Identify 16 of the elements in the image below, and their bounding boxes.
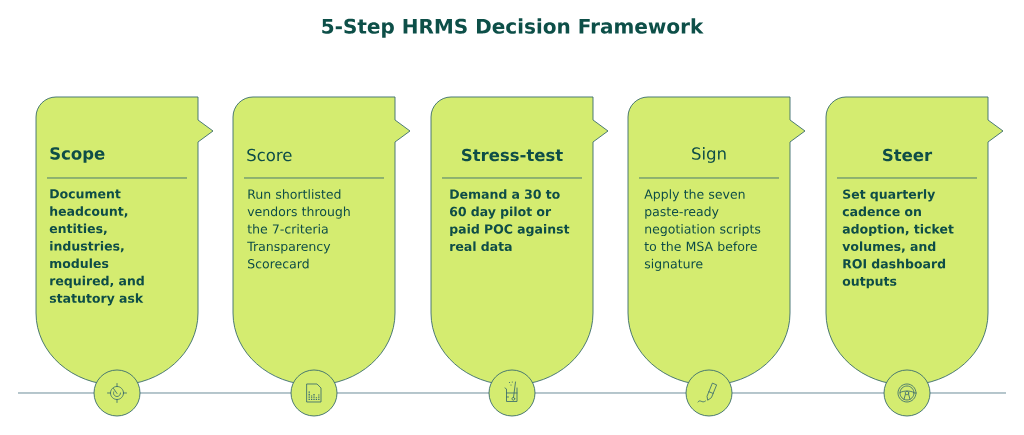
step-card	[627, 96, 806, 386]
step-heading: Stress-test	[462, 148, 563, 162]
step-description: Run shortlisted vendors through the 7-criteria Transparency Scorecard	[247, 189, 350, 269]
step-card	[232, 96, 411, 386]
step-description: Document headcount, entities, industries, modules required, and statutory ask	[49, 189, 144, 306]
step-heading: Score	[247, 148, 292, 162]
step-description: Apply the seven paste-ready negotiation scripts to the MSA before signature	[644, 189, 761, 271]
step-heading: Scope	[50, 147, 105, 163]
step-heading: Sign	[692, 147, 726, 163]
step-card	[825, 96, 1004, 386]
step-card	[430, 96, 609, 386]
step-description: Set quarterly cadence on adoption, ticket volumes, and ROI dashboard outputs	[842, 189, 954, 289]
title: 5-Step HRMS Decision Framework	[322, 18, 704, 38]
step-card	[35, 96, 214, 386]
step-description: Demand a 30 to 60 day pilot or paid POC against real data	[450, 189, 570, 252]
step-heading: Steer	[883, 148, 933, 162]
